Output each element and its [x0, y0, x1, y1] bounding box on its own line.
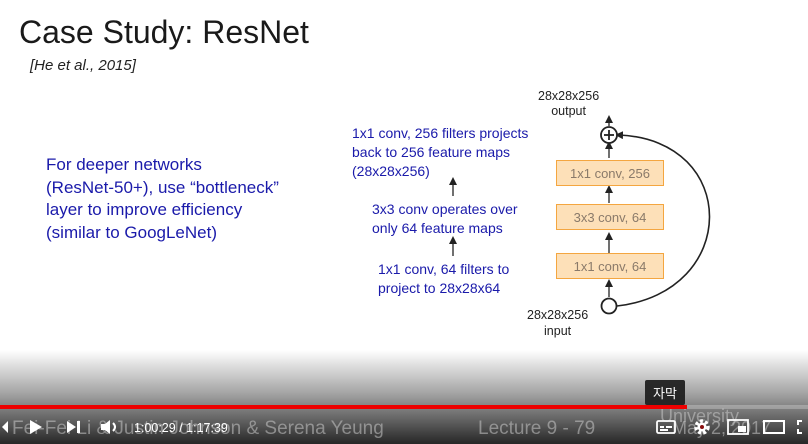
university-watermark: University — [660, 406, 740, 426]
input-text: input — [544, 324, 572, 338]
slide-footer-authors: Fei-Fei Li & Justin Johnson & Serena Yeu… — [12, 418, 384, 439]
input-label: 28x28x256 input — [527, 307, 588, 339]
miniplayer-icon[interactable] — [726, 416, 750, 438]
volume-icon[interactable] — [98, 416, 122, 438]
play-icon[interactable] — [24, 416, 46, 438]
annotation-line: only 64 feature maps — [372, 220, 503, 236]
subtitles-tooltip: 자막 — [645, 380, 685, 405]
description-line: (similar to GoogLeNet) — [46, 222, 218, 242]
annotation-line: (28x28x256) — [352, 163, 430, 179]
fullscreen-icon[interactable] — [796, 416, 808, 438]
description-line: layer to improve efficiency — [46, 200, 243, 219]
slide-footer-date: May 2, 2017 — [672, 418, 772, 438]
output-label: 28x28x256 output — [538, 89, 599, 119]
description-line: For deeper networks — [46, 155, 202, 174]
next-icon[interactable] — [64, 416, 84, 438]
theater-icon[interactable] — [762, 416, 786, 438]
input-node-icon — [600, 297, 618, 315]
bottleneck-description: For deeper networks (ResNet-50+), use “b… — [46, 154, 279, 244]
subtitles-icon[interactable] — [655, 416, 677, 438]
annotation-line: back to 256 feature maps — [352, 144, 510, 160]
layer-1x1-conv-64: 1x1 conv, 64 — [556, 253, 664, 279]
duration: 1:17:39 — [186, 421, 228, 435]
slide-title: Case Study: ResNet — [19, 14, 309, 50]
annotation-line: 1x1 conv, 256 filters projects — [352, 125, 529, 141]
current-time: 1:00:29 — [134, 421, 176, 435]
output-dims: 28x28x256 — [538, 89, 600, 103]
annotation-middle: 3x3 conv operates over only 64 feature m… — [372, 200, 518, 238]
citation: [He et al., 2015] — [30, 57, 136, 74]
output-text: output — [551, 104, 586, 118]
progress-played — [0, 405, 687, 409]
skip-connection-arrow — [615, 131, 711, 307]
slide-footer-lecture: Lecture 9 - 79 — [478, 418, 596, 439]
annotation-line: project to 28x28x64 — [378, 280, 501, 296]
description-line: (ResNet-50+), use “bottleneck” — [46, 177, 279, 197]
layer-1x1-conv-256: 1x1 conv, 256 — [556, 160, 664, 186]
input-dims: 28x28x256 — [527, 308, 589, 322]
progress-bar[interactable] — [0, 405, 808, 409]
time-display: 1:00:29 / 1:17:39 — [134, 421, 228, 435]
annotation-line: 3x3 conv operates over — [372, 201, 518, 217]
annotation-line: 1x1 conv, 64 filters to — [378, 261, 510, 277]
layer-3x3-conv-64: 3x3 conv, 64 — [556, 204, 664, 230]
time-separator: / — [175, 421, 187, 435]
settings-icon[interactable] — [691, 416, 713, 438]
previous-icon[interactable] — [0, 416, 10, 438]
annotation-top: 1x1 conv, 256 filters projects back to 2… — [352, 124, 528, 181]
annotation-bottom: 1x1 conv, 64 filters to project to 28x28… — [378, 260, 509, 298]
